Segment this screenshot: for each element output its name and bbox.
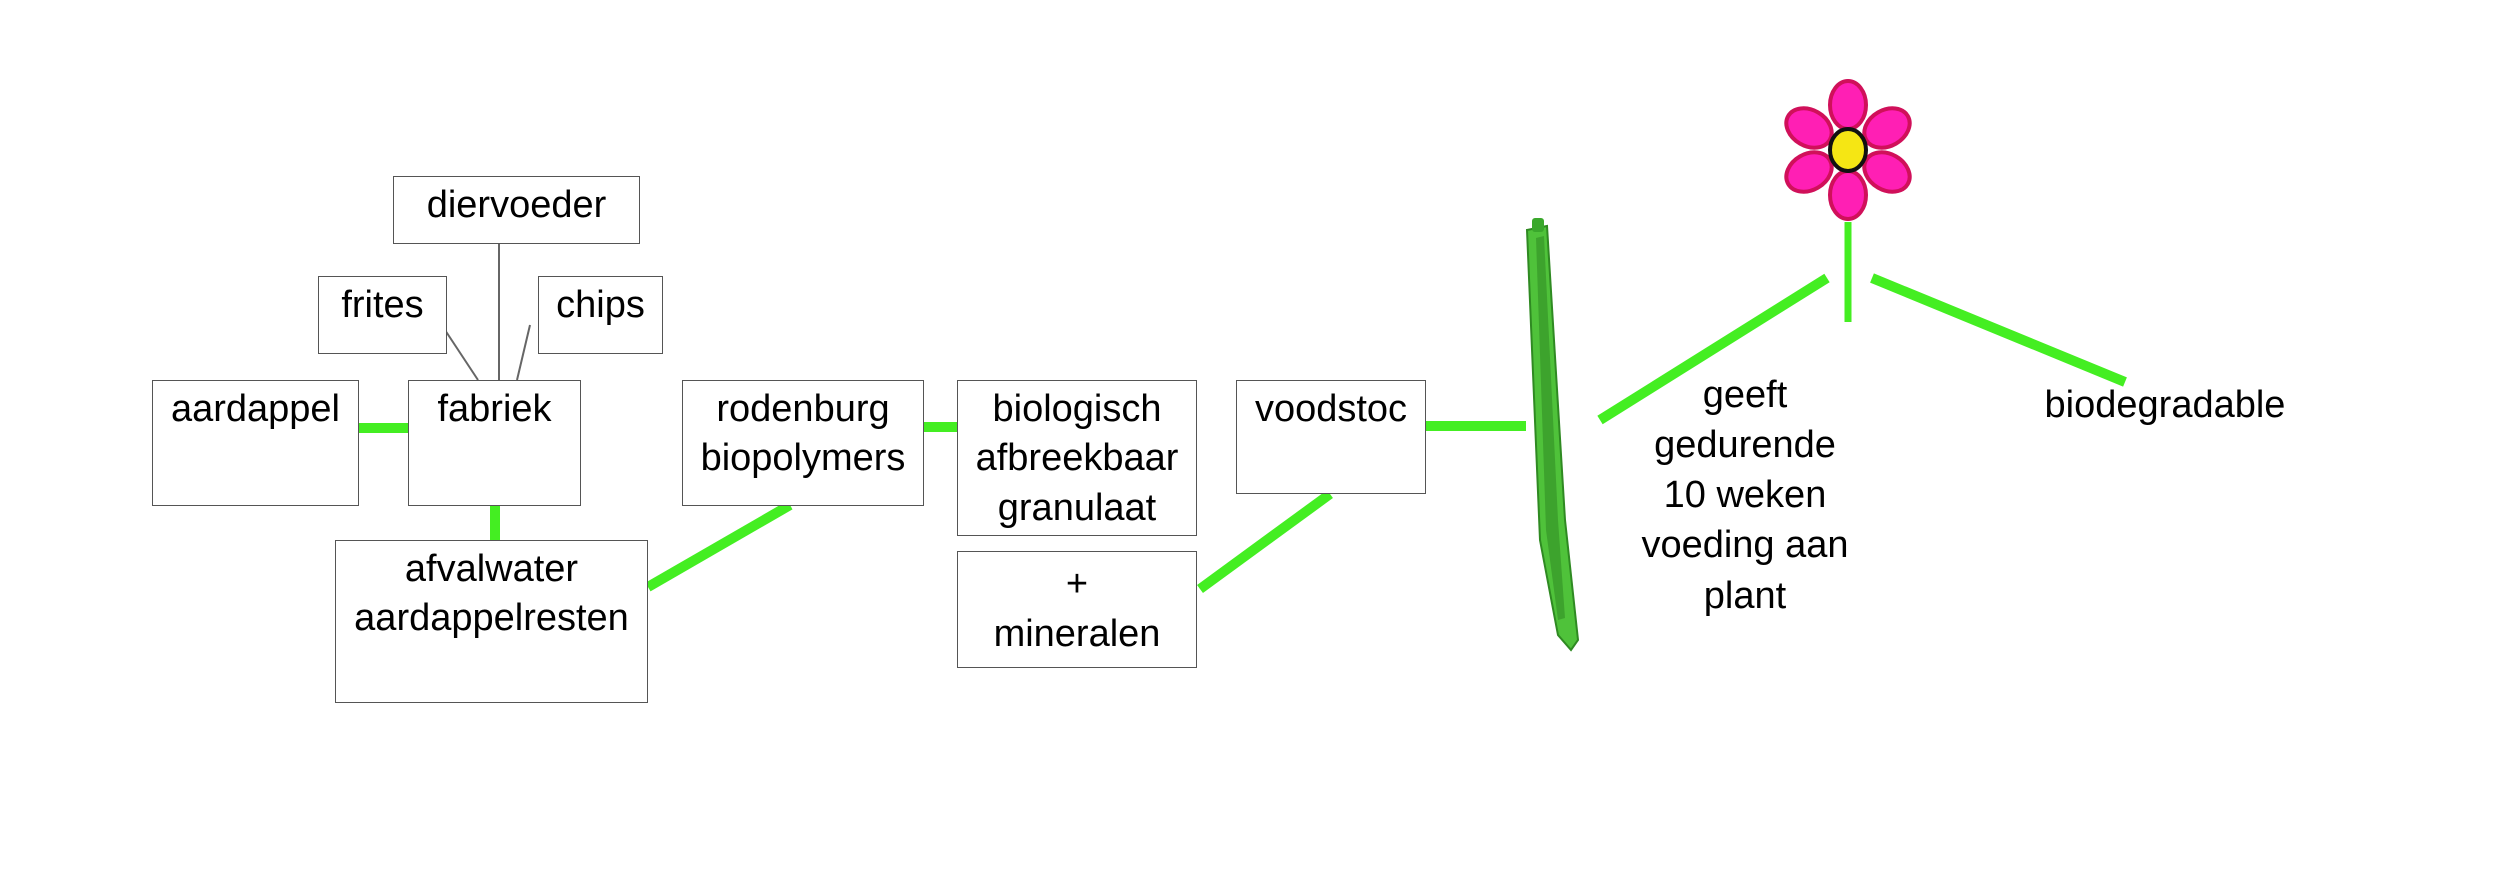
voodstoc-stick-image <box>1525 218 1580 652</box>
connector-mineralen-voodstoc <box>1197 489 1333 594</box>
connector-stick-flower <box>1597 273 1830 425</box>
node-fabriek: fabriek <box>408 380 581 506</box>
node-aardappel-label: aardappel <box>170 388 341 430</box>
node-granulaat: biologisch afbreekbaar granulaat <box>957 380 1197 536</box>
node-aardappel: aardappel <box>152 380 359 506</box>
node-diervoeder: diervoeder <box>393 176 640 244</box>
connector-afvalwater-rodenburg <box>645 500 793 592</box>
node-diervoeder-label: diervoeder <box>426 184 607 226</box>
flower-image <box>1784 79 1912 221</box>
line-frites-fabriek <box>444 329 479 381</box>
node-chips-label: chips <box>556 284 645 326</box>
connector-flower-biodegradable <box>1870 273 2127 387</box>
line-chips-fabriek <box>516 324 531 381</box>
label-biodegradable: biodegradable <box>2044 384 2286 426</box>
node-afvalwater: afvalwater aardappelresten <box>335 540 648 703</box>
node-granulaat-label: biologisch afbreekbaar granulaat <box>975 388 1179 529</box>
node-rodenburg: rodenburg biopolymers <box>682 380 924 506</box>
node-frites-label: frites <box>341 284 424 326</box>
node-chips: chips <box>538 276 663 354</box>
node-mineralen-label: + mineralen <box>993 563 1161 655</box>
node-voodstoc: voodstoc <box>1236 380 1426 494</box>
node-voodstoc-label: voodstoc <box>1254 388 1408 430</box>
node-frites: frites <box>318 276 447 354</box>
node-mineralen: + mineralen <box>957 551 1197 668</box>
node-rodenburg-label: rodenburg biopolymers <box>700 388 906 480</box>
node-afvalwater-label: afvalwater aardappelresten <box>354 548 629 640</box>
node-fabriek-label: fabriek <box>437 388 552 430</box>
label-feeding: geeft gedurende 10 weken voeding aan pla… <box>1641 374 1849 617</box>
